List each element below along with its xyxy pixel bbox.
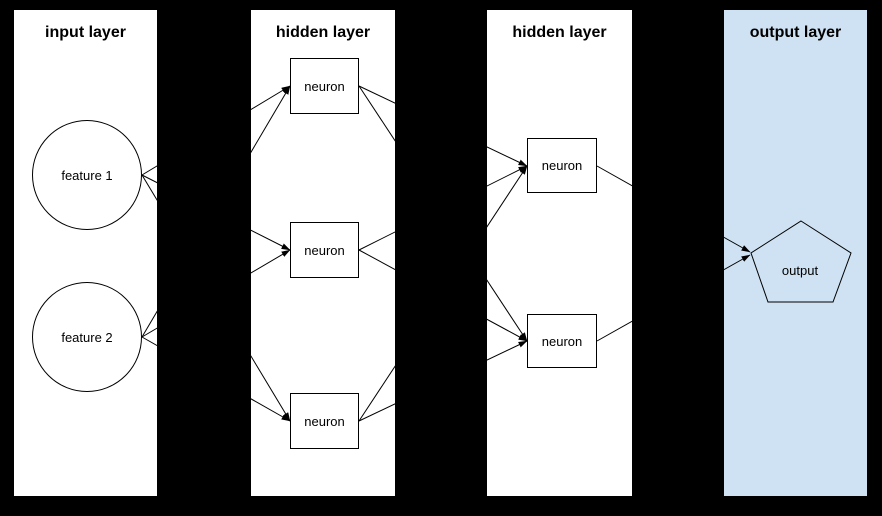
node-hidden1-neuron-1: neuron xyxy=(290,58,359,114)
neuron-label: neuron xyxy=(541,158,583,173)
feature-2-label: feature 2 xyxy=(61,329,113,345)
input-layer-title: input layer xyxy=(45,24,126,41)
neuron-label: neuron xyxy=(304,242,345,258)
node-hidden2-neuron-1: neuron xyxy=(527,138,597,193)
feature-1-label: feature 1 xyxy=(61,167,113,183)
neuron-label: neuron xyxy=(541,333,583,349)
panel-output-layer: output layer xyxy=(724,10,867,496)
node-hidden2-neuron-2: neuron xyxy=(527,314,597,368)
output-node-label: output xyxy=(781,263,819,278)
hidden-layer-1-title: hidden layer xyxy=(275,24,371,41)
node-hidden1-neuron-3: neuron xyxy=(290,393,359,449)
node-hidden1-neuron-2: neuron xyxy=(290,222,359,278)
neuron-label: neuron xyxy=(304,78,345,94)
node-feature-2: feature 2 xyxy=(32,282,142,392)
node-feature-1: feature 1 xyxy=(32,120,142,230)
panel-hidden-layer-2: hidden layer xyxy=(487,10,632,496)
neuron-label: neuron xyxy=(304,413,345,429)
panel-input-layer: input layer xyxy=(14,10,157,496)
hidden-layer-2-title: hidden layer xyxy=(512,24,607,41)
output-layer-title: output layer xyxy=(749,24,842,41)
